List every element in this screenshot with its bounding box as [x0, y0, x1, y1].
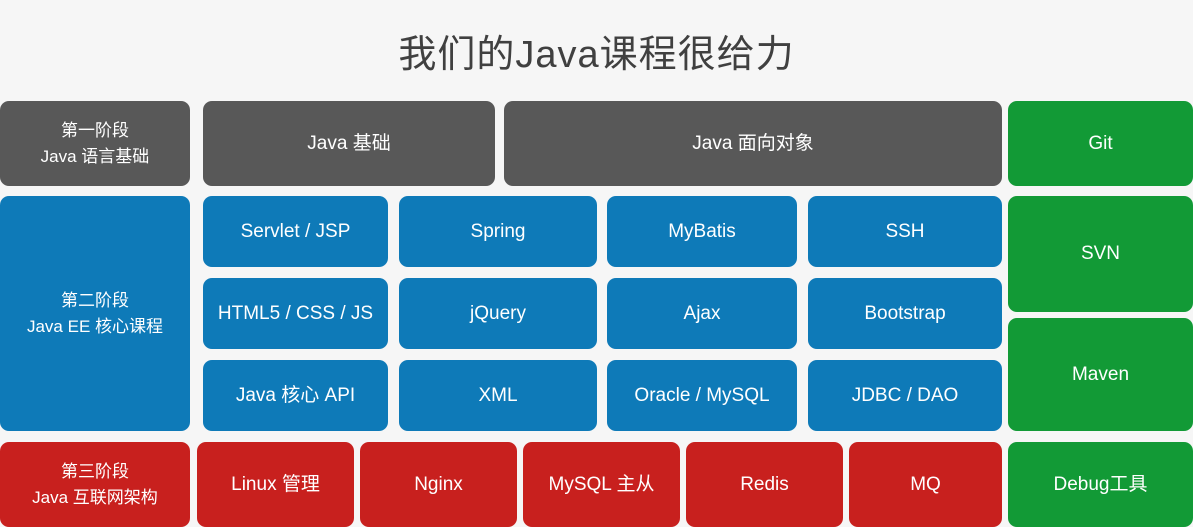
tool-git[interactable]: Git — [1008, 101, 1193, 186]
stage-3-topic-nginx[interactable]: Nginx — [360, 442, 517, 527]
stage-2-topic-servlet-jsp[interactable]: Servlet / JSP — [203, 196, 388, 267]
stage-3-topic-mysql-replication[interactable]: MySQL 主从 — [523, 442, 680, 527]
stage-3-label[interactable]: 第三阶段 Java 互联网架构 — [0, 442, 190, 527]
stage-1-topic-java-basics[interactable]: Java 基础 — [203, 101, 495, 186]
tool-maven[interactable]: Maven — [1008, 318, 1193, 431]
stage-2-topic-jdbc-dao[interactable]: JDBC / DAO — [808, 360, 1002, 431]
page-header: 我们的Java课程很给力 — [0, 0, 1193, 101]
stage-1-label[interactable]: 第一阶段 Java 语言基础 — [0, 101, 190, 186]
tool-svn[interactable]: SVN — [1008, 196, 1193, 312]
stage-3-topic-mq[interactable]: MQ — [849, 442, 1002, 527]
stage-3-topic-redis[interactable]: Redis — [686, 442, 843, 527]
stage-3-topic-linux[interactable]: Linux 管理 — [197, 442, 354, 527]
stage-2-topic-spring[interactable]: Spring — [399, 196, 597, 267]
stage-2-topic-ssh[interactable]: SSH — [808, 196, 1002, 267]
stage-2-topic-bootstrap[interactable]: Bootstrap — [808, 278, 1002, 349]
stage-2-topic-java-core-api[interactable]: Java 核心 API — [203, 360, 388, 431]
stage-2-topic-jquery[interactable]: jQuery — [399, 278, 597, 349]
stage-2-topic-html5-css-js[interactable]: HTML5 / CSS / JS — [203, 278, 388, 349]
tool-debug[interactable]: Debug工具 — [1008, 442, 1193, 527]
page-title: 我们的Java课程很给力 — [398, 34, 795, 76]
stage-2-topic-xml[interactable]: XML — [399, 360, 597, 431]
stage-2-label[interactable]: 第二阶段 Java EE 核心课程 — [0, 196, 190, 431]
stage-2-topic-mybatis[interactable]: MyBatis — [607, 196, 797, 267]
stage-1-topic-java-oop[interactable]: Java 面向对象 — [504, 101, 1002, 186]
stage-2-topic-ajax[interactable]: Ajax — [607, 278, 797, 349]
stage-2-topic-oracle-mysql[interactable]: Oracle / MySQL — [607, 360, 797, 431]
